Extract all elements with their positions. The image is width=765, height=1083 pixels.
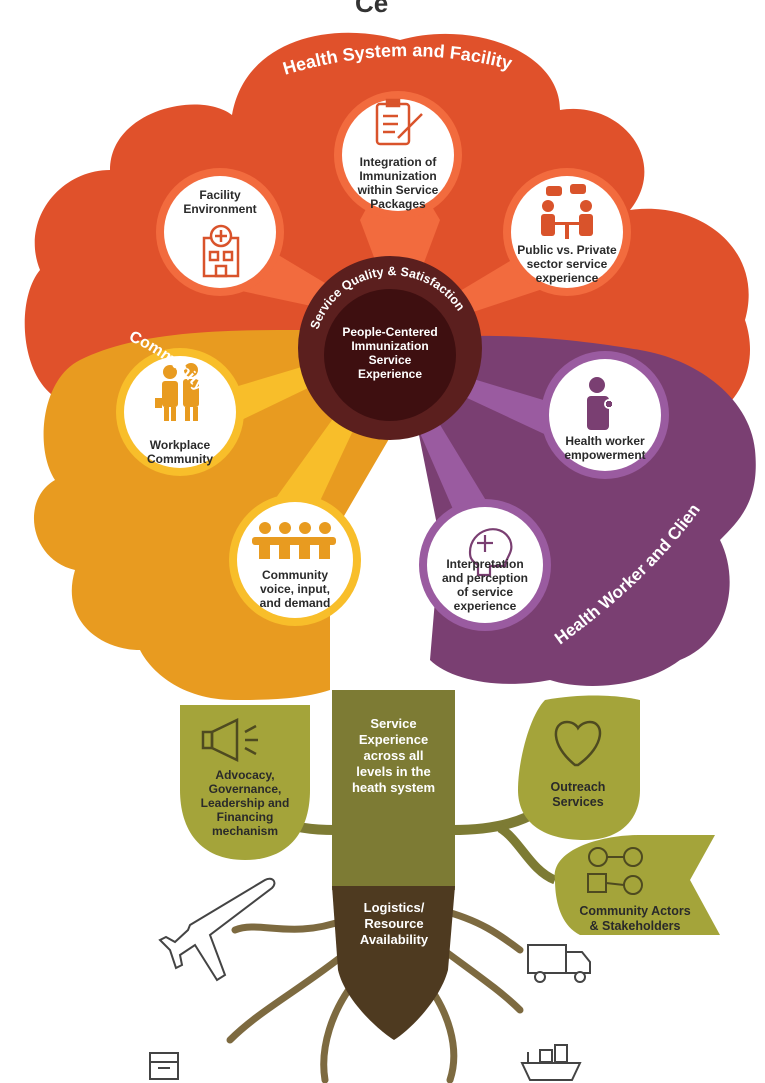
business-people-icon <box>155 363 199 421</box>
cargo-ship-icon <box>520 1044 582 1081</box>
top-title: Ce <box>355 0 388 18</box>
public-private-label: Public vs. Private sector service experi… <box>517 243 617 285</box>
community-voice-label: Community voice, input, and demand <box>259 568 331 610</box>
outreach-leaf <box>518 695 640 840</box>
truck-icon <box>527 944 591 983</box>
meeting-table-icon <box>541 184 593 239</box>
interpretation-node <box>419 499 551 631</box>
clipboard-syringe-icon <box>375 98 423 146</box>
outreach-label: Outreach Services <box>550 780 606 809</box>
handshake-heart-icon <box>554 720 602 767</box>
workplace-node <box>116 348 244 476</box>
community-actors-leaf <box>554 835 720 935</box>
interpretation-label: Interpretation and perception of service… <box>441 557 528 613</box>
people-network-icon <box>587 847 643 895</box>
trunk-label: Service Experience across all levels in … <box>351 716 436 795</box>
workplace-label: Workplace Community <box>147 438 213 466</box>
facility-label: Facility Environment <box>183 188 257 216</box>
mind-health-icon <box>468 528 513 577</box>
group-people-icon <box>252 522 336 559</box>
megaphone-icon <box>201 718 258 762</box>
integration-node <box>334 91 462 219</box>
health-worker-icon <box>587 377 614 430</box>
community-actors-label: Community Actors & Stakeholders <box>579 904 691 933</box>
hospital-building-icon <box>202 224 240 278</box>
center-hub <box>298 256 482 440</box>
root-core <box>332 886 455 1040</box>
trunk <box>332 690 455 890</box>
box-icon <box>149 1052 179 1080</box>
logistics-label: Logistics/ Resource Availability <box>359 900 429 947</box>
advocacy-label: Advocacy, Governance, Leadership and Fin… <box>200 768 290 838</box>
center-label: People-Centered Immunization Service Exp… <box>342 325 438 381</box>
integration-label: Integration of Immunization within Servi… <box>357 155 439 211</box>
right-branch-lower <box>497 824 557 885</box>
hw-empowerment-label: Health worker empowerment <box>564 434 646 462</box>
airplane-icon <box>158 877 276 982</box>
